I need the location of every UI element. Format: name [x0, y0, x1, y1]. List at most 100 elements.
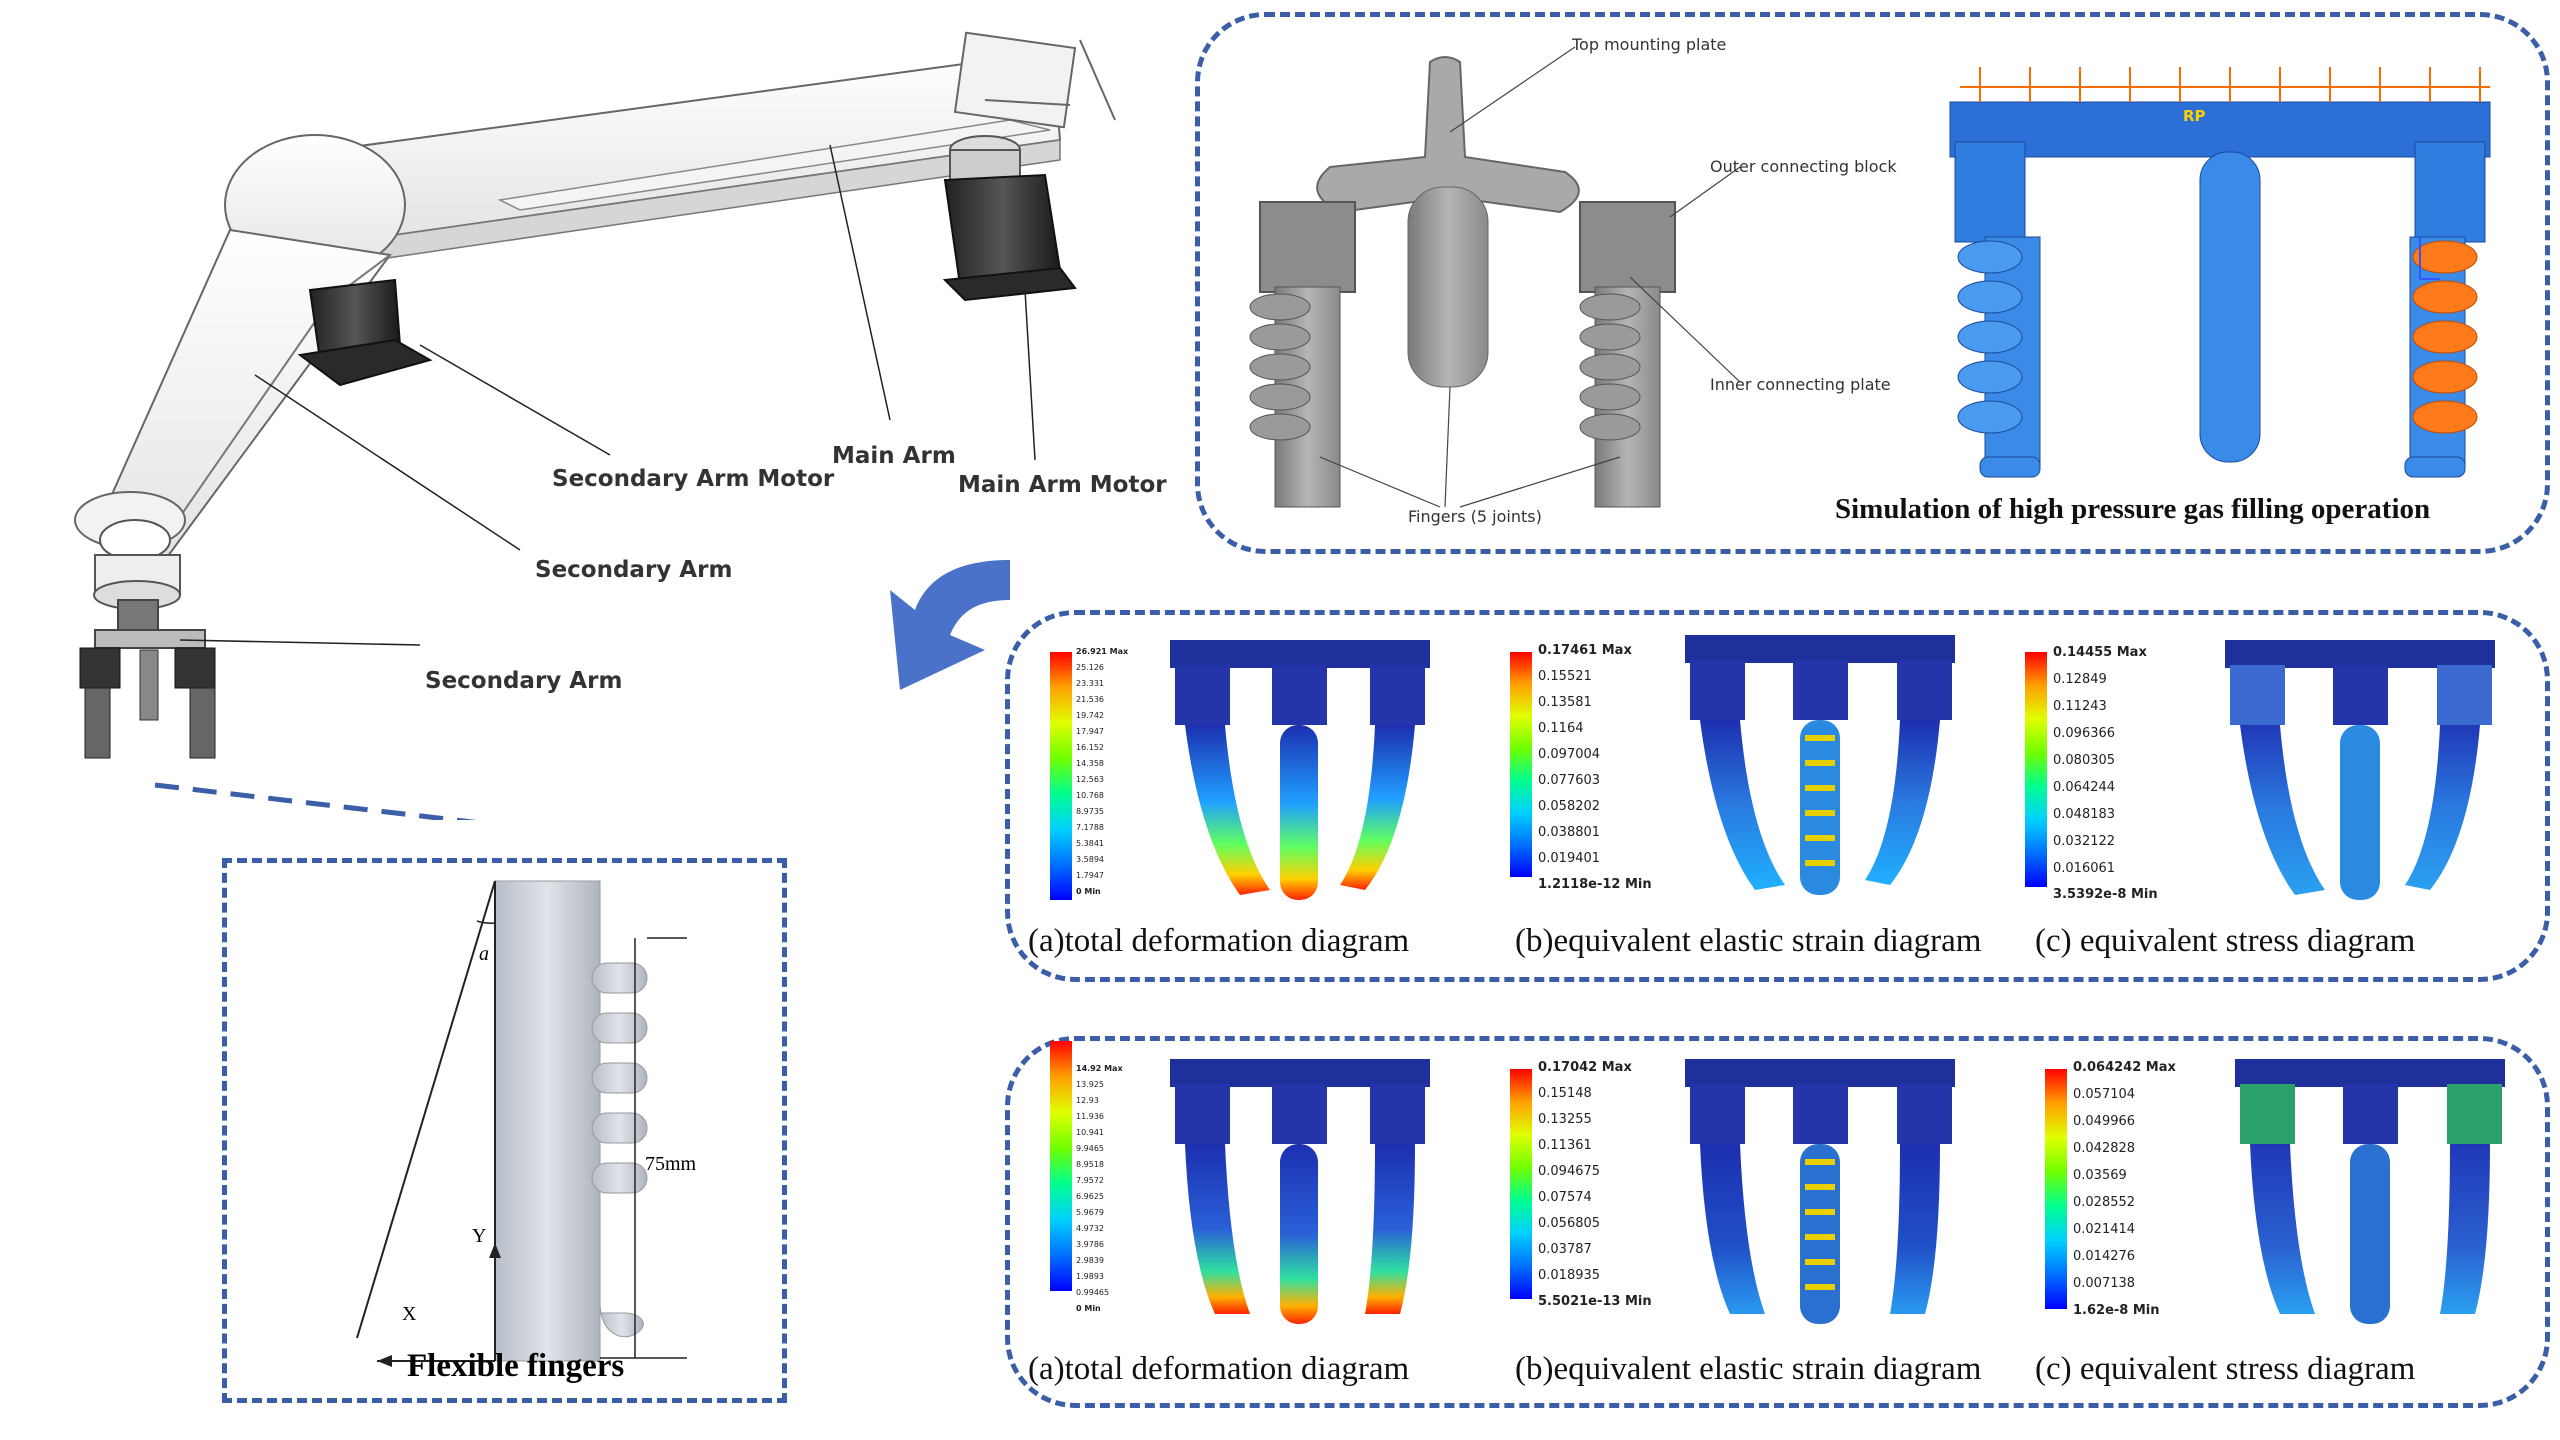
scale-c1-tick: 0.048183: [2053, 807, 2116, 822]
scale-c2-tick: 0.064242 Max: [2073, 1060, 2176, 1075]
label-main-arm-motor: Main Arm Motor: [958, 472, 1167, 498]
scale-a1-tick: 10.768: [1076, 791, 1104, 800]
scale-c2-tick: 0.028552: [2073, 1195, 2136, 1210]
color-scale-a1: [1050, 652, 1072, 900]
label-outer-connecting-block: Outer connecting block: [1710, 157, 1897, 176]
scale-a2-tick: 8.9518: [1076, 1160, 1104, 1169]
scale-a1-tick: 1.7947: [1076, 871, 1104, 880]
label-main-arm: Main Arm: [832, 443, 956, 469]
scale-b1-tick: 1.2118e-12 Min: [1538, 877, 1652, 892]
color-scale-c2: [2045, 1069, 2067, 1309]
strain-model-b1: [1685, 635, 1955, 895]
simulation-model: [1949, 67, 2491, 478]
caption-c2: (c) equivalent stress diagram: [2035, 1351, 2416, 1387]
main-arm-motor: [942, 135, 1077, 302]
scale-b2-tick: 0.15148: [1538, 1086, 1592, 1101]
gripper-panel: Top mounting plate Outer connecting bloc…: [1195, 12, 2550, 554]
scale-a2-tick: 0.99465: [1076, 1288, 1110, 1297]
caption-a1: (a)total deformation diagram: [1028, 923, 1410, 959]
finger-title: Flexible fingers: [407, 1348, 625, 1384]
scale-b2-tick: 5.5021e-13 Min: [1538, 1294, 1652, 1309]
scale-b2-tick: 0.056805: [1538, 1216, 1601, 1231]
scale-a2-tick: 3.9786: [1076, 1240, 1104, 1249]
scale-a2-tick: 11.936: [1076, 1112, 1104, 1121]
scale-b2-tick: 0.11361: [1538, 1138, 1592, 1153]
scale-a2-tick: 10.941: [1076, 1128, 1104, 1137]
scale-a1-tick: 8.9735: [1076, 807, 1104, 816]
scale-c1-tick: 3.5392e-8 Min: [2053, 887, 2158, 902]
scale-c2-tick: 0.03569: [2073, 1168, 2127, 1183]
scale-b1-tick: 0.13581: [1538, 695, 1592, 710]
mini-gripper: [79, 629, 216, 759]
wrist-joint: [93, 519, 181, 631]
strain-model-b2: [1685, 1059, 1955, 1324]
gripper-cad-drawing: [1249, 46, 2491, 508]
caption-b1: (b)equivalent elastic strain diagram: [1515, 923, 1982, 959]
stress-model-c1: [2225, 640, 2495, 900]
main-arm: [328, 31, 1116, 263]
results-panel-2: 14.92 Max 13.925 12.93 11.936 10.941 9.9…: [1005, 1036, 2550, 1408]
scale-b2-tick: 0.13255: [1538, 1112, 1592, 1127]
scale-a2-tick: 6.9625: [1076, 1192, 1104, 1201]
scale-b2-tick: 0.17042 Max: [1538, 1060, 1632, 1075]
scale-b2-tick: 0.094675: [1538, 1164, 1601, 1179]
color-scale-a2: [1050, 1041, 1072, 1291]
scale-a1-tick: 16.152: [1076, 743, 1104, 752]
deformation-model-a1: [1170, 640, 1430, 900]
scale-a2-tick: 5.9679: [1076, 1208, 1104, 1217]
scale-a1-tick: 5.3841: [1076, 839, 1104, 848]
scale-a2-tick: 9.9465: [1076, 1144, 1104, 1153]
label-secondary-arm-motor: Secondary Arm Motor: [552, 466, 835, 492]
scale-a2-tick: 1.9893: [1076, 1272, 1104, 1281]
finger-length-label: 75mm: [645, 1153, 697, 1175]
scale-a2-tick: 12.93: [1076, 1096, 1099, 1105]
scale-b1-tick: 0.097004: [1538, 747, 1601, 762]
flexible-finger-box: a 75mm Y X Flexible fingers: [222, 858, 787, 1403]
scale-a1-tick: 7.1788: [1076, 823, 1104, 832]
scale-c1-tick: 0.12849: [2053, 672, 2107, 687]
label-secondary-arm-2: Secondary Arm: [425, 668, 623, 694]
scale-b1-tick: 0.1164: [1538, 721, 1584, 736]
scale-c1-tick: 0.080305: [2053, 753, 2116, 768]
color-scale-b1: [1510, 652, 1532, 877]
scale-c2-tick: 0.042828: [2073, 1141, 2136, 1156]
scale-b1-tick: 0.077603: [1538, 773, 1601, 788]
scale-c1-tick: 0.11243: [2053, 699, 2107, 714]
scale-a1-tick: 23.331: [1076, 679, 1104, 688]
finger-axis-x: X: [402, 1303, 417, 1325]
label-top-mounting-plate: Top mounting plate: [1572, 35, 1727, 54]
scale-c1-tick: 0.14455 Max: [2053, 645, 2147, 660]
scale-a1-tick: 19.742: [1076, 711, 1104, 720]
results-panel-1: 26.921 Max 25.126 23.331 21.536 19.742 1…: [1005, 610, 2550, 982]
scale-a1-tick: 26.921 Max: [1076, 647, 1129, 656]
scale-a1-tick: 14.358: [1076, 759, 1104, 768]
scale-b1-tick: 0.019401: [1538, 851, 1601, 866]
finger-axis-y: Y: [472, 1225, 487, 1247]
scale-a2-tick: 0 Min: [1076, 1304, 1101, 1313]
scale-b2-tick: 0.018935: [1538, 1268, 1601, 1283]
simulation-title: Simulation of high pressure gas filling …: [1835, 493, 2431, 525]
scale-a1-tick: 17.947: [1076, 727, 1104, 736]
scale-a2-tick: 7.9572: [1076, 1176, 1104, 1185]
scale-c2-tick: 0.049966: [2073, 1114, 2136, 1129]
scale-c1-tick: 0.064244: [2053, 780, 2116, 795]
secondary-arm-motor: [297, 278, 433, 387]
caption-c1: (c) equivalent stress diagram: [2035, 923, 2416, 959]
scale-a1-tick: 25.126: [1076, 663, 1104, 672]
deformation-model-a2: [1170, 1059, 1430, 1324]
scale-a2-tick: 2.9839: [1076, 1256, 1104, 1265]
flow-arrow-icon: [890, 560, 1010, 690]
scale-c1-tick: 0.096366: [2053, 726, 2116, 741]
scale-c2-tick: 0.014276: [2073, 1249, 2136, 1264]
color-scale-b2: [1510, 1069, 1532, 1299]
scale-c2-tick: 1.62e-8 Min: [2073, 1303, 2160, 1318]
finger-angle-label: a: [479, 943, 489, 965]
scale-c2-tick: 0.021414: [2073, 1222, 2136, 1237]
color-scale-c1: [2025, 652, 2047, 887]
label-fingers: Fingers (5 joints): [1408, 507, 1542, 526]
scale-c1-tick: 0.032122: [2053, 834, 2116, 849]
label-secondary-arm: Secondary Arm: [535, 557, 733, 583]
robot-arm-drawing: [74, 31, 1116, 820]
scale-a2-tick: 4.9732: [1076, 1224, 1104, 1233]
scale-a1-tick: 12.563: [1076, 775, 1104, 784]
